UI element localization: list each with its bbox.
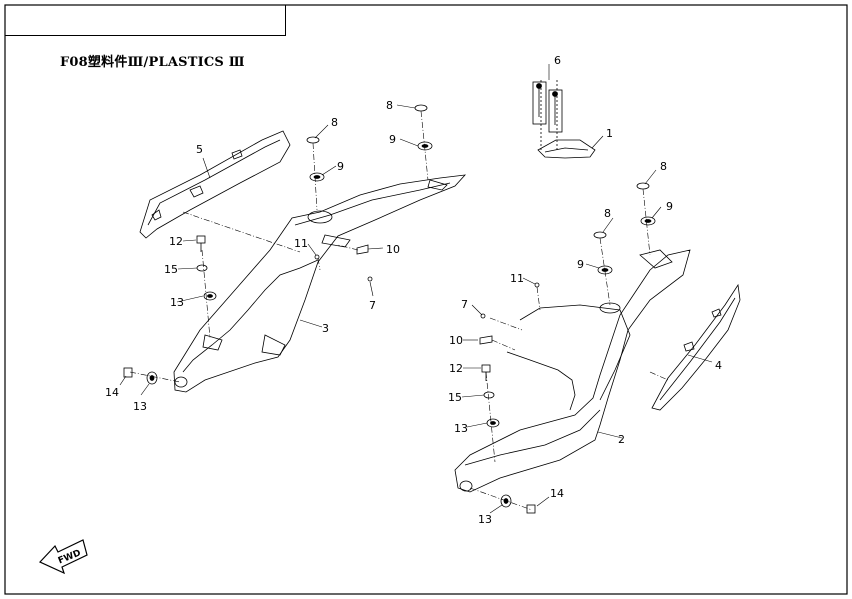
part-2-right-cover bbox=[454, 249, 691, 493]
callout-11-left: 11 bbox=[294, 237, 308, 250]
part-3-left-cover bbox=[173, 174, 467, 393]
callout-2: 2 bbox=[618, 433, 625, 446]
callout-9-right-a: 9 bbox=[577, 258, 584, 271]
callout-9-left-b: 9 bbox=[389, 133, 396, 146]
callout-15-right: 15 bbox=[448, 391, 462, 404]
callout-9-left-a: 9 bbox=[337, 160, 344, 173]
part-4-right-trim bbox=[651, 283, 741, 411]
fwd-arrow-icon bbox=[38, 539, 88, 575]
callout-15-left: 15 bbox=[164, 263, 178, 276]
part-6-screw-set bbox=[532, 80, 563, 150]
callout-8-right-a: 8 bbox=[604, 207, 611, 220]
callout-8-left-a: 8 bbox=[331, 116, 338, 129]
page-title: F08塑料件Ⅲ/PLASTICS Ⅲ bbox=[60, 55, 245, 70]
assembly-centre-lines bbox=[129, 110, 669, 511]
callout-11-right: 11 bbox=[510, 272, 524, 285]
callout-9-right-b: 9 bbox=[666, 200, 673, 213]
callout-8-right-b: 8 bbox=[660, 160, 667, 173]
callout-13-right-b: 13 bbox=[478, 513, 492, 526]
callout-10-left: 10 bbox=[386, 243, 400, 256]
callout-5: 5 bbox=[196, 143, 203, 156]
callout-12-left: 12 bbox=[169, 235, 183, 248]
grommets-8 bbox=[306, 104, 650, 239]
callout-3: 3 bbox=[322, 322, 329, 335]
part-1-bracket bbox=[537, 139, 596, 159]
callout-numbers: 1 2 3 4 5 6 7 7 8 8 8 8 9 9 9 9 10 10 11… bbox=[57, 54, 722, 566]
fasteners-right bbox=[479, 282, 540, 514]
fasteners-left bbox=[123, 235, 373, 385]
callout-4: 4 bbox=[715, 359, 722, 372]
callout-7-right: 7 bbox=[461, 298, 468, 311]
part-5-left-trim bbox=[139, 130, 291, 239]
callout-14-right: 14 bbox=[550, 487, 564, 500]
callout-1: 1 bbox=[606, 127, 613, 140]
callout-8-left-b: 8 bbox=[386, 99, 393, 112]
callout-13-left-a: 13 bbox=[170, 296, 184, 309]
callout-6: 6 bbox=[554, 54, 561, 67]
callout-10-right: 10 bbox=[449, 334, 463, 347]
callout-14-left: 14 bbox=[105, 386, 119, 399]
callout-13-left-b: 13 bbox=[133, 400, 147, 413]
callout-7-left: 7 bbox=[369, 299, 376, 312]
callout-12-right: 12 bbox=[449, 362, 463, 375]
title-block-box bbox=[5, 5, 286, 36]
callout-leaders bbox=[119, 64, 713, 514]
callout-13-right-a: 13 bbox=[454, 422, 468, 435]
